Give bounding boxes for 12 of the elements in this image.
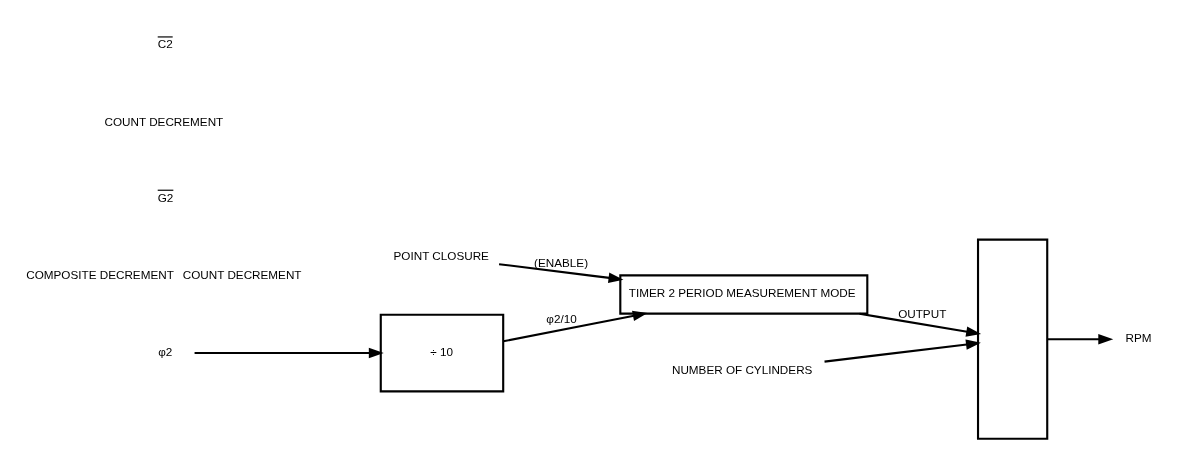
node-text: COMPOSITE DECREMENT [26,268,174,282]
node-text: NUMBER OF CYLINDERS [671,363,813,377]
label: COUNT DECREMENT [104,115,224,129]
node-text: φ2 [158,345,173,359]
label: C2 [157,37,173,51]
edge-label: φ2/10 [546,312,577,326]
label: G2 [157,190,174,204]
node-text: RPM [1125,331,1152,345]
edge-label: (ENABLE) [534,255,589,269]
node-label: COUNT DECREMENT [182,268,302,282]
node-text: POINT CLOSURE [393,249,489,263]
edge-label: OUTPUT [898,306,947,320]
